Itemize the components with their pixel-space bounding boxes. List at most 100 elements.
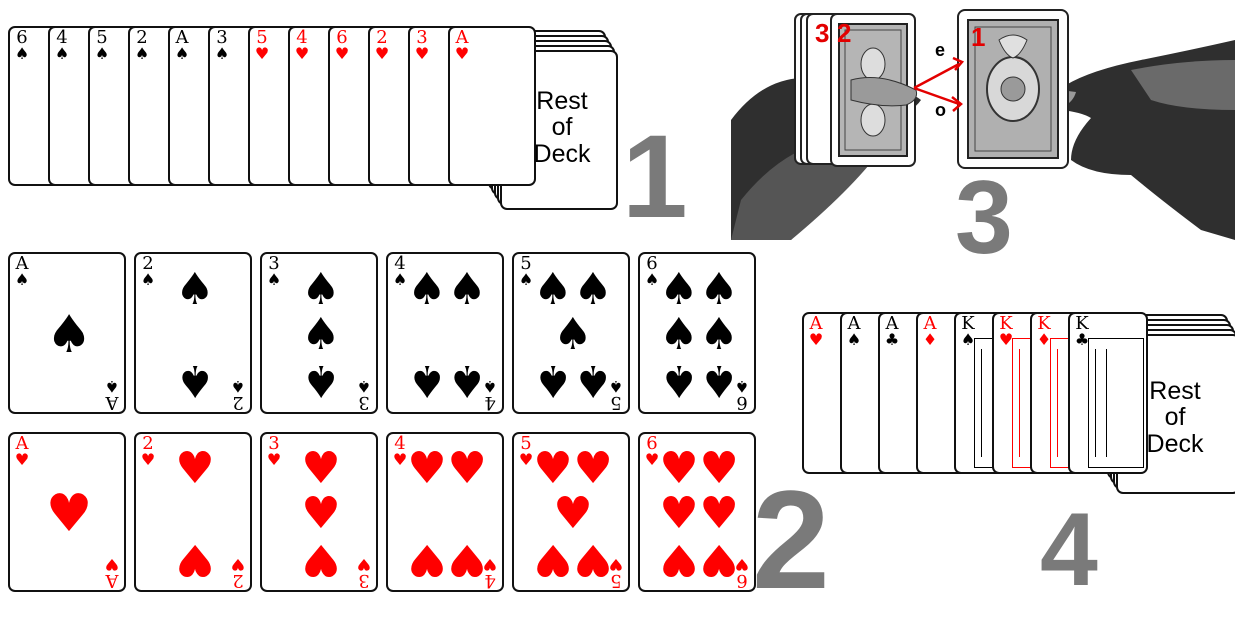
- spade-pip-icon: ♠: [407, 358, 446, 402]
- spade-icon: ♠: [174, 46, 190, 62]
- spade-icon: ♠: [54, 46, 70, 62]
- playing-card-5-heart: 5♥5♥♥♥♥♥♥: [512, 432, 630, 592]
- heart-pip-icon: ♥: [553, 492, 592, 536]
- deck-label-line: of: [1120, 404, 1230, 430]
- heart-pip-icon: ♥: [407, 537, 446, 581]
- spade-icon: ♠: [14, 272, 30, 288]
- arrow-label-o: o: [935, 100, 946, 121]
- spade-pip-icon: ♠: [46, 309, 93, 361]
- packet-label-2: 2: [837, 18, 851, 49]
- card-label-1: 1: [971, 22, 985, 53]
- spade-pip-icon: ♠: [659, 268, 698, 312]
- spade-icon: ♠: [644, 272, 660, 288]
- spade-pip-icon: ♠: [699, 358, 738, 402]
- spade-icon: ♠: [140, 272, 156, 288]
- playing-card-a-heart: A♥A♥♥: [8, 432, 126, 592]
- deck-label-line: Deck: [1120, 431, 1230, 457]
- spade-pip-icon: ♠: [175, 268, 214, 312]
- deck-label-line: Deck: [506, 141, 618, 167]
- heart-icon: ♥: [454, 46, 470, 62]
- spade-icon: ♠: [392, 272, 408, 288]
- spade-pip-icon: ♠: [533, 268, 572, 312]
- heart-pip-icon: ♥: [533, 537, 572, 581]
- heart-icon: ♥: [104, 556, 120, 572]
- spade-pip-icon: ♠: [553, 313, 592, 357]
- step-number-4: 4: [1040, 498, 1098, 602]
- heart-icon: ♥: [294, 46, 310, 62]
- spade-icon: ♠: [134, 46, 150, 62]
- heart-icon: ♥: [266, 452, 282, 468]
- heart-icon: ♥: [518, 452, 534, 468]
- heart-pip-icon: ♥: [407, 447, 446, 491]
- deck-label-line: Rest: [506, 88, 618, 114]
- step-number-1: 1: [622, 118, 688, 236]
- heart-icon: ♥: [374, 46, 390, 62]
- heart-pip-icon: ♥: [533, 447, 572, 491]
- heart-icon: ♥: [230, 556, 246, 572]
- heart-pip-icon: ♥: [659, 447, 698, 491]
- deck-label-line: Rest: [1120, 378, 1230, 404]
- heart-icon: ♥: [356, 556, 372, 572]
- spade-pip-icon: ♠: [447, 268, 486, 312]
- heart-pip-icon: ♥: [175, 537, 214, 581]
- heart-icon: ♥: [414, 46, 430, 62]
- diamond-icon: ♦: [922, 332, 938, 348]
- heart-icon: ♥: [254, 46, 270, 62]
- heart-pip-icon: ♥: [699, 537, 738, 581]
- step-number-3: 3: [955, 166, 1013, 270]
- playing-card-4-spade: 4♠4♠♠♠♠♠: [386, 252, 504, 414]
- playing-card-6-spade: 6♠6♠♠♠♠♠♠♠: [638, 252, 756, 414]
- playing-card-3-spade: 3♠3♠♠♠♠: [260, 252, 378, 414]
- spade-pip-icon: ♠: [301, 313, 340, 357]
- heart-pip-icon: ♥: [659, 537, 698, 581]
- spade-pip-icon: ♠: [659, 358, 698, 402]
- heart-pip-icon: ♥: [301, 537, 340, 581]
- heart-pip-icon: ♥: [46, 488, 93, 540]
- rest-of-deck-label-4: Rest of Deck: [1120, 378, 1230, 457]
- spade-icon: ♠: [94, 46, 110, 62]
- spade-pip-icon: ♠: [301, 268, 340, 312]
- heart-pip-icon: ♥: [699, 492, 738, 536]
- spade-pip-icon: ♠: [699, 313, 738, 357]
- spade-icon: ♠: [104, 378, 120, 394]
- deck-label-line: of: [506, 114, 618, 140]
- spade-pip-icon: ♠: [659, 313, 698, 357]
- heart-pip-icon: ♥: [447, 537, 486, 581]
- spade-icon: ♠: [266, 272, 282, 288]
- heart-icon: ♥: [808, 332, 824, 348]
- playing-card-a-spade: A♠A♠♠: [8, 252, 126, 414]
- spade-icon: ♠: [846, 332, 862, 348]
- step-number-2: 2: [752, 470, 830, 610]
- playing-card-3-heart: 3♥3♥♥♥♥: [260, 432, 378, 592]
- spade-pip-icon: ♠: [573, 358, 612, 402]
- rest-of-deck-label: Rest of Deck: [506, 88, 618, 167]
- spade-icon: ♠: [214, 46, 230, 62]
- heart-pip-icon: ♥: [699, 447, 738, 491]
- heart-icon: ♥: [14, 452, 30, 468]
- club-icon: ♣: [884, 332, 900, 348]
- spade-pip-icon: ♠: [573, 268, 612, 312]
- playing-card-5-spade: 5♠5♠♠♠♠♠♠: [512, 252, 630, 414]
- playing-card-2-heart: 2♥2♥♥♥: [134, 432, 252, 592]
- playing-card-4-heart: 4♥4♥♥♥♥♥: [386, 432, 504, 592]
- heart-icon: ♥: [644, 452, 660, 468]
- heart-icon: ♥: [334, 46, 350, 62]
- heart-icon: ♥: [140, 452, 156, 468]
- arrow-label-e: e: [935, 40, 945, 61]
- heart-pip-icon: ♥: [175, 447, 214, 491]
- spade-icon: ♠: [356, 378, 372, 394]
- spade-pip-icon: ♠: [699, 268, 738, 312]
- packet-label-3: 3: [815, 18, 829, 49]
- playing-card-2-spade: 2♠2♠♠♠: [134, 252, 252, 414]
- playing-card-6-heart: 6♥6♥♥♥♥♥♥♥: [638, 432, 756, 592]
- heart-pip-icon: ♥: [659, 492, 698, 536]
- spade-pip-icon: ♠: [447, 358, 486, 402]
- spade-icon: ♠: [230, 378, 246, 394]
- heart-pip-icon: ♥: [301, 492, 340, 536]
- spade-pip-icon: ♠: [533, 358, 572, 402]
- spade-pip-icon: ♠: [407, 268, 446, 312]
- heart-pip-icon: ♥: [573, 537, 612, 581]
- heart-pip-icon: ♥: [301, 447, 340, 491]
- heart-pip-icon: ♥: [447, 447, 486, 491]
- spade-pip-icon: ♠: [301, 358, 340, 402]
